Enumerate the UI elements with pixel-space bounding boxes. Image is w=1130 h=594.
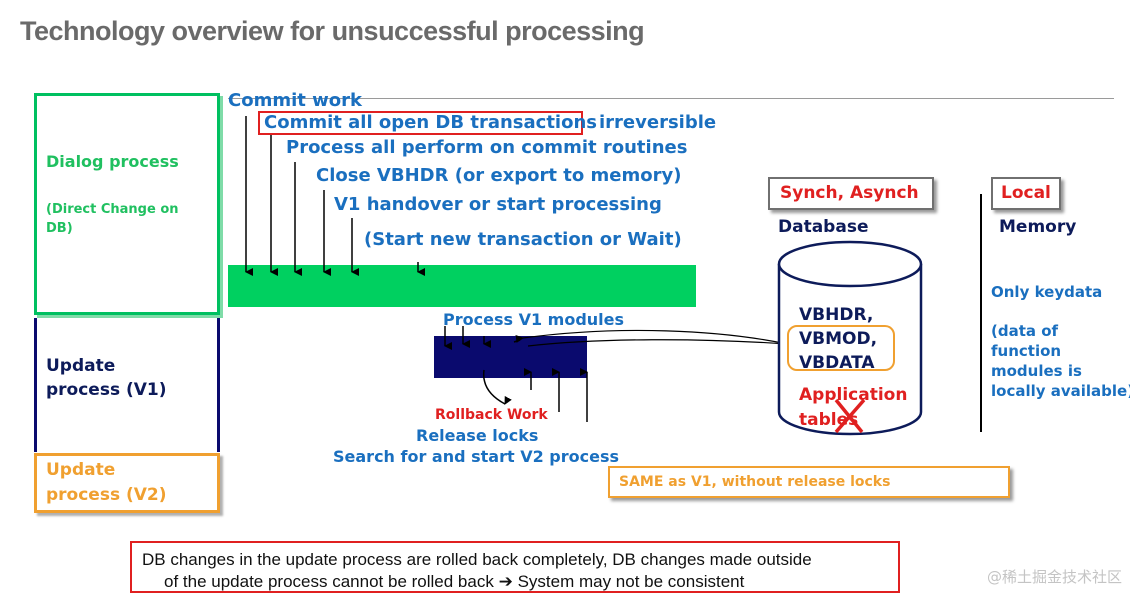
footer-note: DB changes in the update process are rol… xyxy=(130,541,900,593)
footer-note-line2-wrap: of the update process cannot be rolled b… xyxy=(142,571,888,593)
connector-vbmod-2 xyxy=(527,339,788,347)
memory-desc-4: locally available) xyxy=(991,382,1130,400)
db-sync-tag-box xyxy=(768,177,934,210)
commit-all-highlight xyxy=(258,111,583,135)
db-tables-highlight xyxy=(787,325,895,371)
v2-process-box xyxy=(34,453,220,513)
memory-tag: Local xyxy=(1001,183,1051,203)
database-cylinder xyxy=(777,240,923,436)
memory-desc-1: (data of xyxy=(991,322,1059,340)
step-commit-all: Commit all open DB transactions xyxy=(264,112,597,133)
footer-note-line1: DB changes in the update process are rol… xyxy=(142,550,812,569)
memory-label: Memory xyxy=(999,217,1077,237)
page-title: Technology overview for unsuccessful pro… xyxy=(20,16,645,46)
connector-vbmod-1 xyxy=(515,329,788,345)
footer-arrow-icon: ➔ xyxy=(498,572,513,592)
v1-rollback-work: Rollback Work xyxy=(435,407,548,423)
v1-process-label-1: Update xyxy=(46,356,116,376)
v1-search-v2: Search for and start V2 process xyxy=(333,447,620,466)
v1-process-box xyxy=(34,318,220,452)
memory-desc-3: modules is xyxy=(991,362,1082,380)
step-start-new: (Start new transaction or Wait) xyxy=(364,229,682,250)
step-close: Close VBHDR (or export to memory) xyxy=(316,165,682,186)
dialog-process-box xyxy=(34,93,220,315)
memory-keydata: Only keydata xyxy=(991,283,1103,301)
step-handover: V1 handover or start processing xyxy=(334,194,662,215)
footer-note-line2b: System may not be consistent xyxy=(517,572,745,591)
watermark: @稀土掘金技术社区 xyxy=(986,568,1122,586)
db-label: Database xyxy=(778,217,869,237)
db-sync-tag: Synch, Asynch xyxy=(780,183,919,203)
step-irreversible: irreversible xyxy=(599,112,717,133)
arrow-rollback xyxy=(482,369,512,405)
dialog-process-sublabel: (Direct Change on DB) xyxy=(46,202,179,236)
dialog-process-bar xyxy=(228,265,696,307)
memory-desc-2: function xyxy=(991,342,1062,360)
footer-note-line2: of the update process cannot be rolled b… xyxy=(164,572,494,591)
v2-process-label-1: Update xyxy=(46,460,116,480)
step-commit-work: Commit work xyxy=(228,90,362,111)
v1-release-locks: Release locks xyxy=(416,426,539,445)
db-table-vbmod: VBMOD, xyxy=(799,329,878,349)
v2-note-box xyxy=(608,466,1010,498)
v2-process-label-2: process (V2) xyxy=(46,485,167,505)
title-divider xyxy=(228,98,1114,99)
v1-process-label-2: process (V1) xyxy=(46,380,167,400)
v2-note-text: SAME as V1, without release locks xyxy=(619,474,891,490)
v1-process-modules: Process V1 modules xyxy=(443,310,625,329)
arrow-v1-4 xyxy=(513,339,521,343)
step-perform: Process all perform on commit routines xyxy=(286,137,688,158)
db-app-tables-2: tables xyxy=(799,410,859,430)
cross-line-2 xyxy=(834,398,866,434)
db-table-vbhdr: VBHDR, xyxy=(799,305,874,325)
memory-tag-box xyxy=(991,177,1061,210)
db-app-tables-1: Application xyxy=(799,385,908,405)
db-table-vbdata: VBDATA xyxy=(799,353,875,373)
dialog-process-label: Dialog process xyxy=(46,152,179,171)
